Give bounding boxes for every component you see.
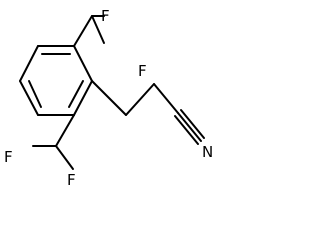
atom-label-nitrogen: N: [202, 143, 213, 161]
atom-label-fluorine: F: [138, 62, 147, 80]
nitrile-triple-bond: [174, 115, 199, 145]
c-f-bond: [55, 145, 74, 170]
atom-labels: F F F F N: [4, 7, 213, 189]
ring-bond: [73, 45, 93, 82]
ring-bond: [19, 45, 39, 82]
difluoromethyl-bond: [55, 114, 75, 147]
ring-bond: [19, 80, 39, 116]
atom-label-fluorine: F: [67, 171, 76, 189]
chain-bond: [91, 80, 127, 116]
ring-bond: [73, 80, 93, 116]
ring-double-bond: [28, 80, 42, 108]
atom-label-fluorine: F: [101, 7, 110, 25]
structure-canvas: F F F F N: [4, 7, 214, 189]
chain-bond: [153, 83, 179, 114]
atom-label-fluorine: F: [4, 148, 13, 166]
bonds: [19, 15, 205, 170]
ring-double-bond: [68, 80, 84, 108]
molecule-structure-diagram: F F F F N: [4, 7, 213, 189]
c-f-bond: [91, 15, 105, 44]
chain-bond: [125, 83, 155, 116]
nitrile-triple-bond: [180, 109, 205, 139]
difluoromethyl-bond: [73, 15, 93, 47]
nitrile-triple-bond: [177, 112, 202, 142]
